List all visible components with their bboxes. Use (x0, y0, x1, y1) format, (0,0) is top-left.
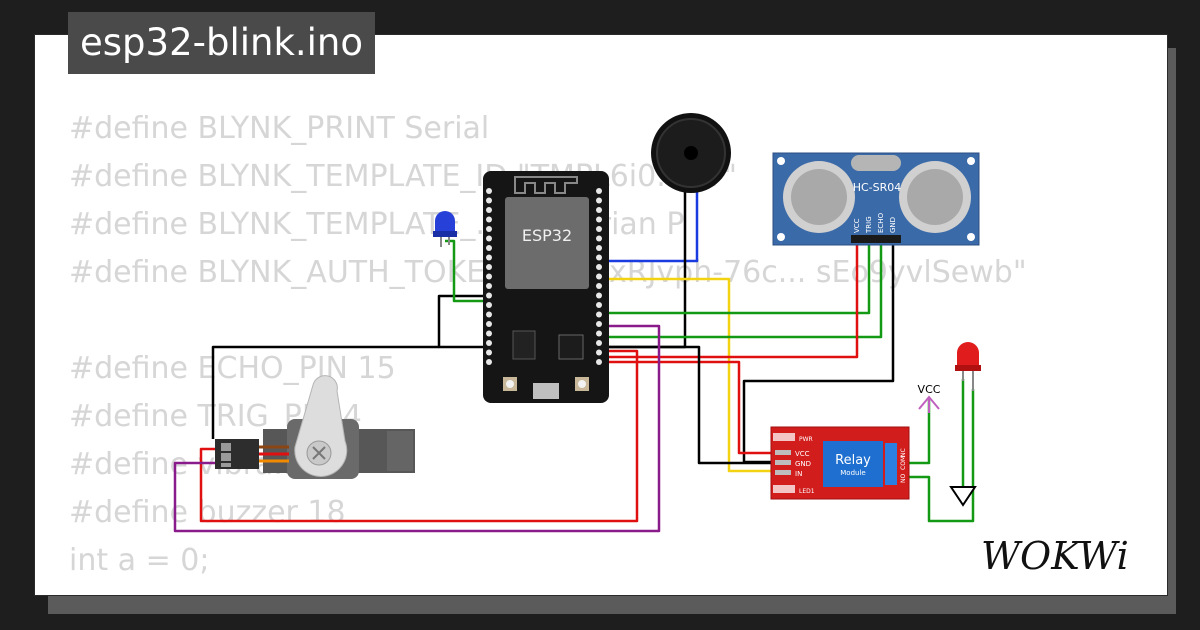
esp32-pin[interactable] (486, 216, 492, 223)
wire-black-left[interactable] (437, 294, 487, 349)
esp32-pin[interactable] (596, 188, 602, 194)
code-line: #define BLYNK_PRINT Serial (69, 111, 490, 146)
esp32-pin[interactable] (486, 254, 492, 261)
esp32-pin[interactable] (596, 302, 602, 308)
vcc-symbol[interactable]: VCC (918, 383, 941, 413)
relay-pin-label: IN (795, 470, 802, 478)
esp32-pin[interactable] (596, 273, 602, 280)
sensor-pin-labels: VCC TRIG ECHO GND (853, 212, 897, 234)
esp32-board[interactable]: ESP32 (483, 171, 609, 403)
esp32-pin[interactable] (596, 340, 602, 346)
esp32-pin[interactable] (486, 235, 492, 242)
esp32-pin[interactable] (486, 283, 492, 289)
wire-red-relay-vcc[interactable] (599, 360, 773, 455)
blue-led[interactable] (433, 211, 457, 247)
relay-pin[interactable] (775, 460, 791, 465)
esp32-pin[interactable] (596, 264, 602, 270)
esp32-pin[interactable] (596, 349, 602, 356)
relay-pin-label: VCC (795, 450, 810, 458)
esp32-pin[interactable] (596, 292, 602, 299)
wokwi-logo-text: WOKWi (981, 534, 1129, 578)
wire-green-trig[interactable] (599, 243, 871, 315)
wokwi-logo-mark: WOKWi (981, 534, 1129, 578)
ground-symbol[interactable] (949, 486, 977, 507)
esp32-pin[interactable] (596, 226, 602, 232)
wire-black-relay-gnd[interactable] (599, 345, 773, 465)
esp32-pin[interactable] (596, 207, 602, 213)
esp32-pin[interactable] (486, 340, 492, 346)
buzzer[interactable] (651, 113, 731, 193)
sensor-pin-label: GND (889, 217, 897, 233)
relay-pin-label: GND (795, 460, 811, 468)
circuit-diagram[interactable]: ESP32 (34, 34, 1168, 596)
wire-green-relay-led[interactable] (909, 389, 975, 523)
esp32-pin[interactable] (486, 273, 492, 280)
relay-pin[interactable] (775, 470, 791, 475)
sensor-pin-label: ECHO (877, 212, 885, 233)
relay-pin[interactable] (775, 450, 791, 455)
simulation-canvas[interactable]: #define BLYNK_PRINT Serial#define BLYNK_… (34, 34, 1168, 596)
wire-green-relay-vcc[interactable] (909, 399, 931, 465)
esp32-pin[interactable] (486, 264, 492, 270)
esp32-pin[interactable] (486, 292, 492, 299)
relay-terminal-label: NC (900, 448, 907, 457)
red-led[interactable] (955, 342, 981, 391)
ultrasonic-sensor[interactable]: HC-SR04 VCC TRIG ECHO GND (772, 152, 980, 246)
esp32-pin[interactable] (596, 254, 602, 261)
project-filename[interactable]: esp32-blink.ino (68, 12, 376, 74)
esp32-pin[interactable] (596, 245, 602, 251)
sensor-label: HC-SR04 (853, 181, 902, 194)
relay-terminal-label: NO (900, 474, 907, 483)
code-line: #define buzzer 18 (69, 495, 346, 530)
wire-blue-buzzer[interactable] (599, 179, 699, 263)
esp32-pin[interactable] (596, 283, 602, 289)
relay-led-pwr: PWR (799, 436, 813, 443)
wire-black-buzzer-gnd[interactable] (599, 179, 687, 349)
wire-purple-servo[interactable] (173, 324, 661, 533)
esp32-pin[interactable] (486, 321, 492, 327)
esp32-pin[interactable] (596, 359, 602, 365)
wire-black-servo[interactable] (211, 345, 439, 439)
wire-red-vcc[interactable] (599, 243, 859, 359)
esp32-pins (486, 188, 602, 365)
wire-yellow-relay[interactable] (599, 277, 773, 473)
esp32-pin[interactable] (486, 330, 492, 337)
servo-motor[interactable] (215, 375, 415, 479)
wire-green-echo[interactable] (599, 243, 883, 339)
esp32-pin[interactable] (596, 197, 602, 204)
relay-pin-labels: VCC GND IN (775, 450, 811, 478)
wire-green-led[interactable] (445, 239, 487, 303)
wire-red-servo[interactable] (199, 349, 639, 523)
sensor-pin-label: VCC (853, 218, 861, 233)
esp32-pin[interactable] (596, 311, 602, 318)
relay-subtitle: Module (840, 469, 865, 477)
esp32-pin[interactable] (486, 302, 492, 308)
relay-led-1: LED1 (799, 488, 815, 495)
esp32-pin[interactable] (486, 197, 492, 204)
wires (173, 179, 975, 533)
vcc-label: VCC (918, 383, 941, 396)
esp32-pin[interactable] (596, 330, 602, 337)
esp32-pin[interactable] (486, 349, 492, 356)
code-line: int ...li... 27 (69, 585, 1027, 595)
sensor-pin-label: TRIG (865, 216, 873, 234)
esp32-pin[interactable] (486, 359, 492, 365)
esp32-label: ESP32 (522, 226, 572, 245)
esp32-pin[interactable] (486, 188, 492, 194)
esp32-pin[interactable] (486, 226, 492, 232)
code-line: #define ECHO_PIN 15 (69, 351, 396, 386)
esp32-pin[interactable] (596, 235, 602, 242)
esp32-pin[interactable] (596, 321, 602, 327)
code-preview: #define BLYNK_PRINT Serial#define BLYNK_… (69, 105, 1027, 595)
esp32-pin[interactable] (596, 216, 602, 223)
wokwi-logo[interactable]: WOKWi (977, 529, 1153, 581)
esp32-pin[interactable] (486, 207, 492, 213)
relay-terminal-label: COM (900, 456, 907, 470)
code-line: int a = 0; (69, 543, 210, 578)
relay-title: Relay (835, 453, 871, 468)
esp32-pin[interactable] (486, 311, 492, 318)
esp32-pin[interactable] (486, 245, 492, 251)
